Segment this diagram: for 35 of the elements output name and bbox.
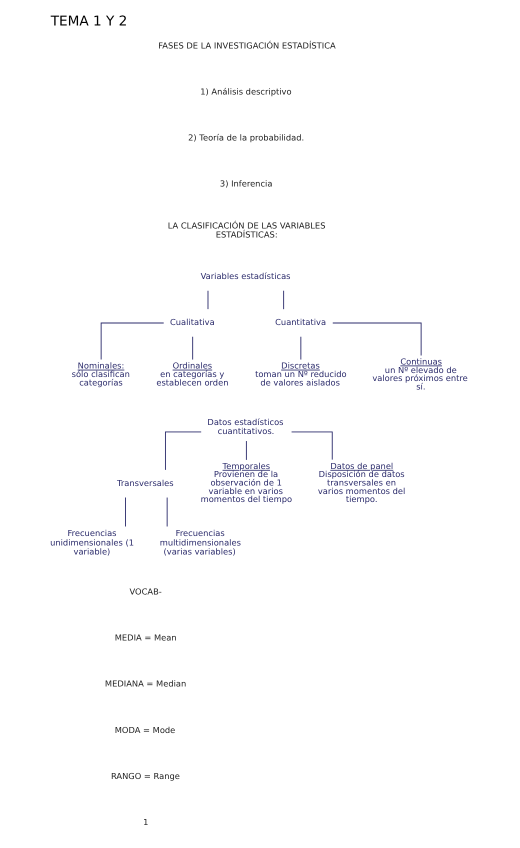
label: 2) Teoría de la probabilidad. (188, 132, 304, 143)
label: VOCAB- (130, 586, 162, 596)
label: 1 (143, 817, 148, 828)
node-text: Continuas un Nº elevado de valores próximos entre sí. (372, 356, 468, 392)
connector (291, 432, 333, 460)
diagram-title: TEMA 1 Y 2 (50, 13, 128, 30)
node-text: Discretas toman un Nº reducido de valores aislados (255, 360, 347, 388)
node-text: Cuantitativa (275, 317, 326, 328)
connector (100, 322, 164, 360)
node-text: Frecuencias multidimensionales (varias variables) (160, 528, 241, 556)
connector (164, 432, 202, 470)
connector (283, 290, 284, 310)
label: MEDIA = Mean (114, 632, 177, 643)
node-text: Temporales Provienen de la observación de 1 variable en varios momentos del tiempo (200, 460, 292, 504)
connector (166, 497, 168, 527)
label: 3) Inferencia (220, 178, 272, 189)
label: RANGO = Range (110, 771, 180, 782)
connector (246, 440, 247, 460)
node-text: Datos de panel Disposición de datos transversales en varios momentos del tiempo. (318, 460, 406, 504)
node-text: Datos estadísticos cuantitativos. (207, 416, 284, 436)
connector (300, 336, 302, 360)
label: 1) Análisis descriptivo (200, 86, 292, 96)
label: MODA = Mode (114, 724, 176, 735)
connector (332, 322, 422, 356)
label: FASES DE LA INVESTIGACIÓN ESTADÍSTICA (158, 40, 336, 50)
node-text: Ordinales en categorías y establecen orden (156, 360, 228, 388)
connector (192, 336, 194, 360)
connector (125, 497, 126, 527)
node-text: Nominales: sólo clasifican categorías (72, 360, 130, 388)
node-text: Variables estadísticas (200, 270, 291, 281)
node-text: Transversales (117, 478, 174, 488)
label: MEDIANA = Median (104, 678, 186, 689)
node-text: Cualitativa (170, 317, 215, 328)
label: LA CLASIFICACIÓN DE LAS VARIABLES ESTADÍSTICAS: (168, 220, 326, 240)
node-text: Frecuencias unidimensionales (1 variable) (50, 528, 134, 556)
